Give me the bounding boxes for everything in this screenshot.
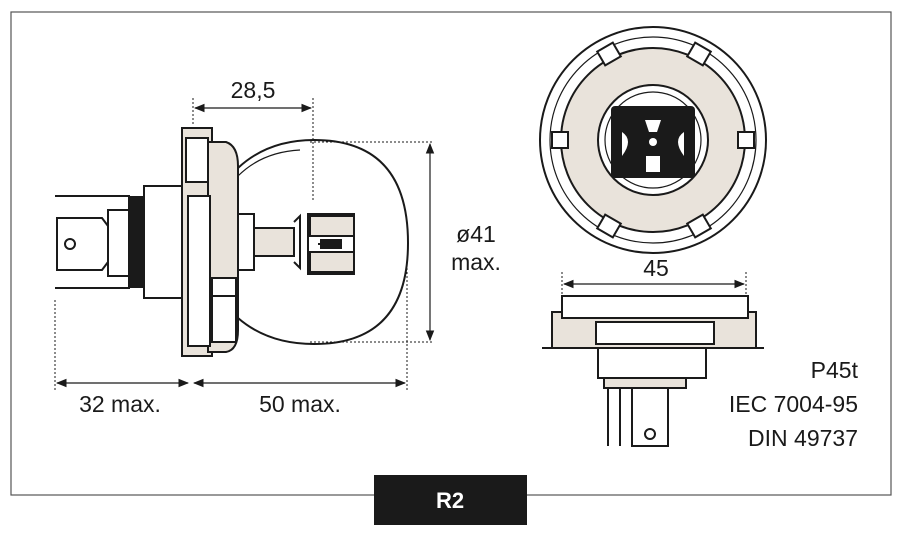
dim-base-length: 32 max. <box>79 391 161 417</box>
dim-pin-offset: 28,5 <box>231 77 276 103</box>
dim-diameter: ø41 <box>456 221 496 247</box>
spec-din: DIN 49737 <box>748 425 858 451</box>
model-badge-label: R2 <box>436 488 464 513</box>
side-view <box>54 98 432 392</box>
model-badge <box>374 475 527 525</box>
spec-iec: IEC 7004-95 <box>729 391 858 417</box>
dim-diameter-max: max. <box>451 249 501 275</box>
dim-bulb-length: 50 max. <box>259 391 341 417</box>
dim-flange-width: 45 <box>643 255 669 281</box>
front-view <box>539 26 767 254</box>
base-profile-view <box>542 295 764 447</box>
spec-base: P45t <box>811 357 859 383</box>
